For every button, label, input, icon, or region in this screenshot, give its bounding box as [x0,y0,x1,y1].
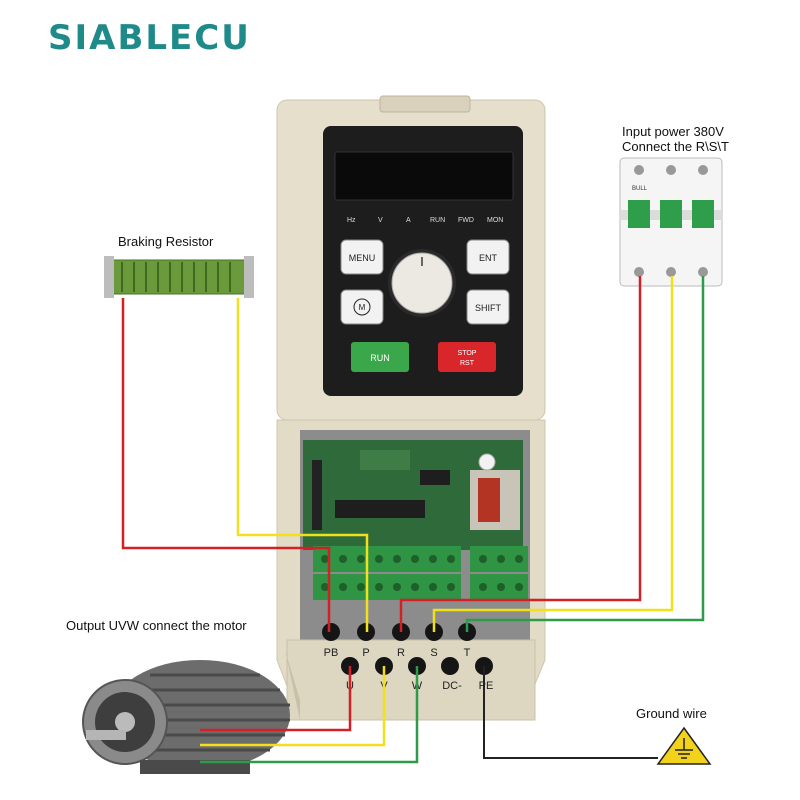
terminal-label-s: S [430,647,437,659]
ent-button-label: ENT [479,253,498,263]
input-power-label-line2: Connect the R\S\T [622,139,729,154]
indicator-mon: MON [487,217,503,224]
shift-button-label: SHIFT [475,303,502,313]
terminal-label-pb: PB [324,647,339,659]
speed-knob[interactable] [388,249,456,317]
ground-symbol-icon [656,726,712,765]
output-uvw-label: Output UVW connect the motor [66,618,247,633]
terminal-label-dc-minus: DC- [442,680,462,692]
wires [121,276,705,764]
indicator-hz: Hz [347,217,356,224]
wire-output-v [200,666,386,747]
terminal-pb [322,623,340,641]
menu-button-label: MENU [349,253,376,263]
m-button[interactable]: M [340,289,384,325]
run-button-label: RUN [370,353,390,363]
wire-brake-red [121,298,331,632]
brand-logo: SIABLECU [48,18,251,58]
circuit-board [303,440,523,550]
terminal-label-r: R [397,647,405,659]
terminal-label-pe: PE [479,680,494,692]
indicator-a: A [406,217,411,224]
stop-label: STOP [458,350,477,357]
wire-brake-yellow [236,298,369,632]
terminal-dc-minus [441,657,459,675]
shift-button[interactable]: SHIFT [466,289,510,325]
wire-input-r [399,276,642,632]
wire-input-t [465,276,705,632]
stop-rst-button[interactable]: STOP RST [438,342,496,372]
wire-output-w [200,666,419,764]
terminal-label-t: T [464,647,471,659]
rst-label: RST [460,360,475,367]
wire-output-u [200,666,352,732]
indicator-labels: Hz V A RUN FWD MON [347,217,503,224]
braking-resistor-label: Braking Resistor [118,234,214,249]
motor [82,660,290,774]
braking-resistor [104,256,254,298]
breaker-brand: BULL [632,186,648,192]
ent-button[interactable]: ENT [466,239,510,275]
m-button-label: M [359,303,366,312]
run-button[interactable]: RUN [351,342,409,372]
power-terminals: PB P R S T U V W DC- PE [322,623,493,692]
indicator-v: V [378,217,383,224]
input-power-label-line1: Input power 380V [622,124,724,139]
wire-input-s [432,276,674,632]
ground-wire-label: Ground wire [636,706,707,721]
control-terminal-blocks [313,546,528,600]
wire-ground [483,666,658,759]
circuit-breaker: BULL [619,157,723,287]
indicator-run: RUN [430,217,445,224]
terminal-label-p: P [362,647,369,659]
indicator-fwd: FWD [458,217,474,224]
menu-button[interactable]: MENU [340,239,384,275]
